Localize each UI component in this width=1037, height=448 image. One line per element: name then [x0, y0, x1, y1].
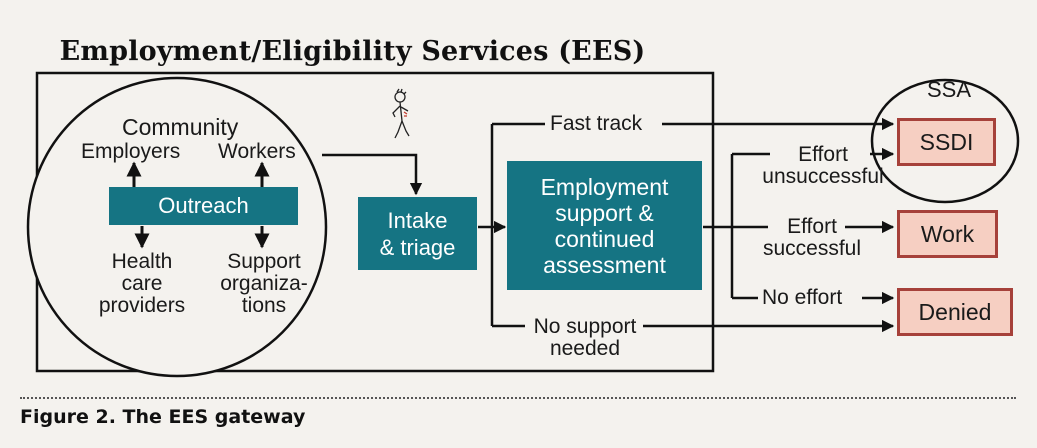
effort-successful-label: Effort successful [762, 215, 862, 260]
employers-label: Employers [81, 140, 181, 163]
figure-caption: Figure 2. The EES gateway [20, 406, 306, 428]
community-circle [26, 76, 328, 378]
workers-label: Workers [218, 140, 296, 163]
ssa-label: SSA [927, 77, 972, 102]
caption-separator [20, 397, 1016, 399]
denied-node: Denied [897, 288, 1013, 336]
outreach-label: Outreach [158, 193, 249, 218]
work-node: Work [897, 210, 998, 258]
work-label: Work [920, 220, 975, 247]
no-effort-label: No effort [762, 286, 843, 309]
diagram-title: Employment/Eligibility Services (EES) [59, 36, 646, 67]
ssdi-node: SSDI [897, 118, 996, 166]
outreach-node: Outreach [109, 187, 298, 225]
fast-track-label: Fast track [550, 112, 643, 135]
employment-support-node: Employment support & continued assessmen… [507, 161, 702, 290]
community-heading: Community [122, 114, 239, 140]
effort-unsuccessful-label: Effort unsuccessful [762, 143, 884, 188]
ssdi-label: SSDI [919, 128, 974, 155]
denied-label: Denied [918, 298, 992, 325]
health-care-label: Health care providers [98, 250, 186, 317]
support-orgs-label: Support organiza- tions [220, 250, 308, 317]
intake-triage-node: Intake & triage [358, 197, 477, 270]
no-support-needed-label: No support needed [533, 315, 637, 360]
walking-person-with-back-pain-icon [392, 88, 410, 139]
arrow-workers-to-intake [322, 153, 423, 196]
